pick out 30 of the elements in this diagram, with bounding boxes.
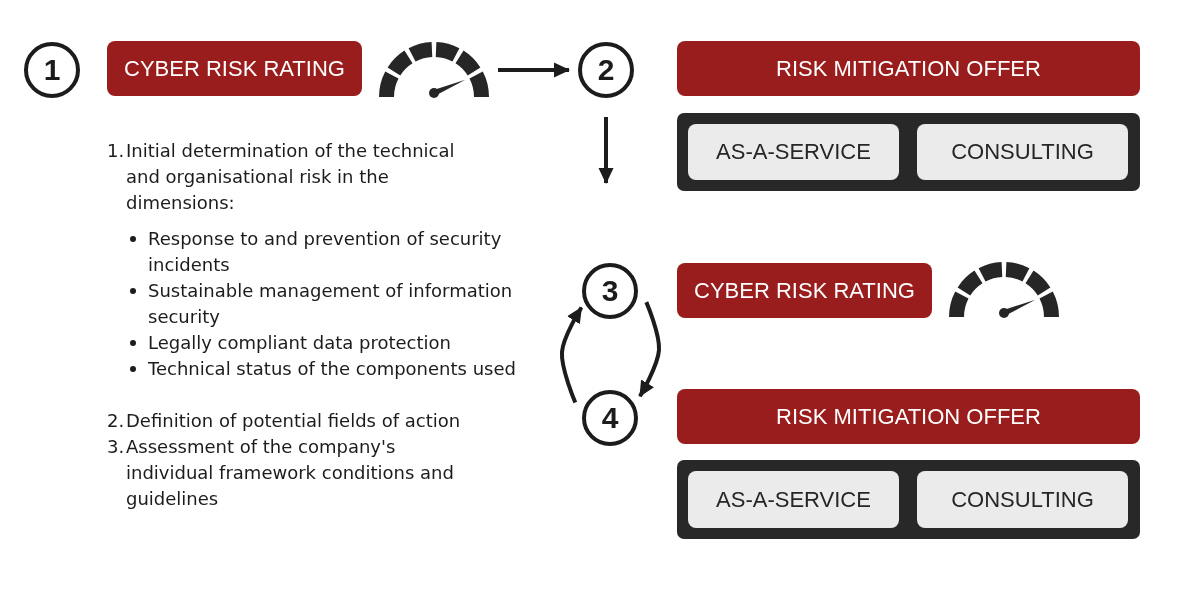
title-bar: CYBER RISK RATING: [677, 263, 932, 318]
list-item: Definition of potential fields of action: [126, 409, 462, 433]
option-tile: CONSULTING: [917, 471, 1128, 528]
option-tile: CONSULTING: [917, 124, 1128, 180]
title-bar: CYBER RISK RATING: [107, 41, 362, 96]
arrow: [598, 117, 614, 184]
options-panel: [677, 113, 1140, 191]
step-number: 1: [24, 42, 80, 98]
step-number: 2: [578, 42, 634, 98]
step-number: 3: [582, 263, 638, 319]
list-item: Sustainable management of information security: [148, 279, 514, 329]
gauge-icon: [948, 261, 1060, 319]
arrow: [560, 306, 584, 404]
list-item: Assessment of the company's individual framework conditions and guidelines: [126, 435, 455, 511]
arrow: [638, 301, 661, 398]
options-panel: [677, 460, 1140, 539]
option-tile: AS-A-SERVICE: [688, 124, 899, 180]
list-number: 3.: [107, 435, 125, 459]
list-item: Legally compliant data protection: [148, 331, 452, 355]
option-tile: AS-A-SERVICE: [688, 471, 899, 528]
gauge-icon: [378, 41, 490, 99]
step-number: 4: [582, 390, 638, 446]
list-number: 2.: [107, 409, 125, 433]
title-bar: RISK MITIGATION OFFER: [677, 41, 1140, 96]
arrow: [498, 62, 570, 78]
title-bar: RISK MITIGATION OFFER: [677, 389, 1140, 444]
list-item: Response to and prevention of security incidents: [148, 227, 503, 277]
list-number: 1.: [107, 139, 125, 163]
list-item: Technical status of the components used: [148, 357, 517, 381]
list-item: Initial determination of the technical and organisational risk in the dimensions:: [126, 139, 456, 215]
